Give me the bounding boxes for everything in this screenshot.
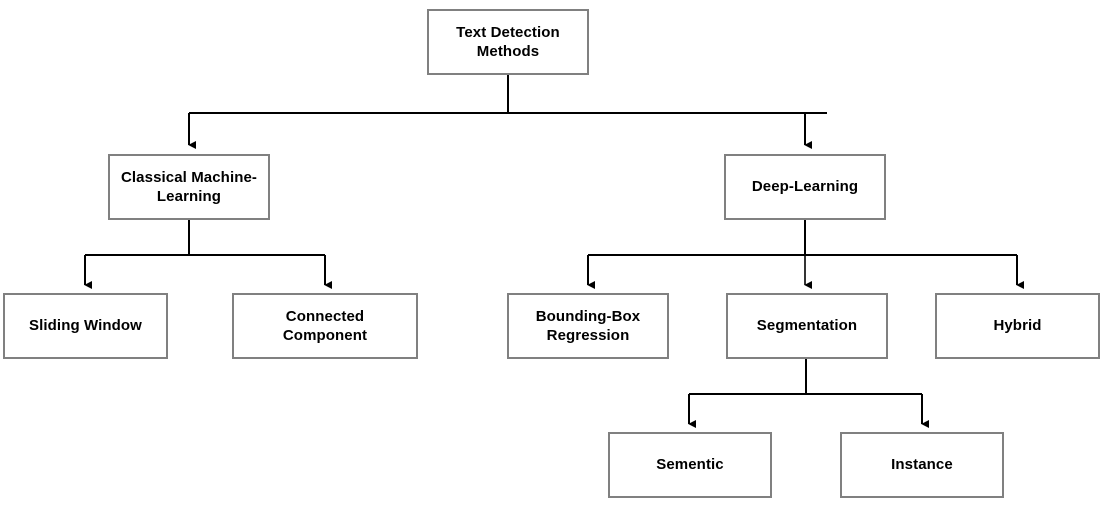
edge-classical-to-children bbox=[84, 220, 332, 289]
node-text-detection-methods[interactable]: Text Detection Methods bbox=[427, 9, 589, 75]
node-label: Connected Component bbox=[282, 307, 368, 344]
node-hybrid[interactable]: Hybrid bbox=[935, 293, 1100, 359]
edge-root-to-level1 bbox=[188, 75, 827, 149]
node-connected-component[interactable]: Connected Component bbox=[232, 293, 418, 359]
node-bounding-box-regression[interactable]: Bounding-Box Regression bbox=[507, 293, 669, 359]
edge-deep-to-children bbox=[587, 220, 1024, 289]
node-label: Classical Machine- Learning bbox=[120, 168, 258, 205]
edge-segmentation-to-children bbox=[688, 359, 929, 428]
node-label: Text Detection Methods bbox=[456, 23, 560, 60]
node-label: Deep-Learning bbox=[751, 178, 859, 196]
node-label: Instance bbox=[891, 456, 953, 474]
node-label: Sementic bbox=[656, 456, 724, 474]
node-label: Bounding-Box Regression bbox=[535, 307, 641, 344]
node-segmentation[interactable]: Segmentation bbox=[726, 293, 888, 359]
node-deep-learning[interactable]: Deep-Learning bbox=[724, 154, 886, 220]
node-classical-machine-learning[interactable]: Classical Machine- Learning bbox=[108, 154, 270, 220]
node-label: Segmentation bbox=[756, 317, 858, 335]
node-label: Sliding Window bbox=[29, 317, 142, 335]
node-instance[interactable]: Instance bbox=[840, 432, 1004, 498]
node-label: Hybrid bbox=[993, 317, 1042, 335]
node-sliding-window[interactable]: Sliding Window bbox=[3, 293, 168, 359]
node-sementic[interactable]: Sementic bbox=[608, 432, 772, 498]
